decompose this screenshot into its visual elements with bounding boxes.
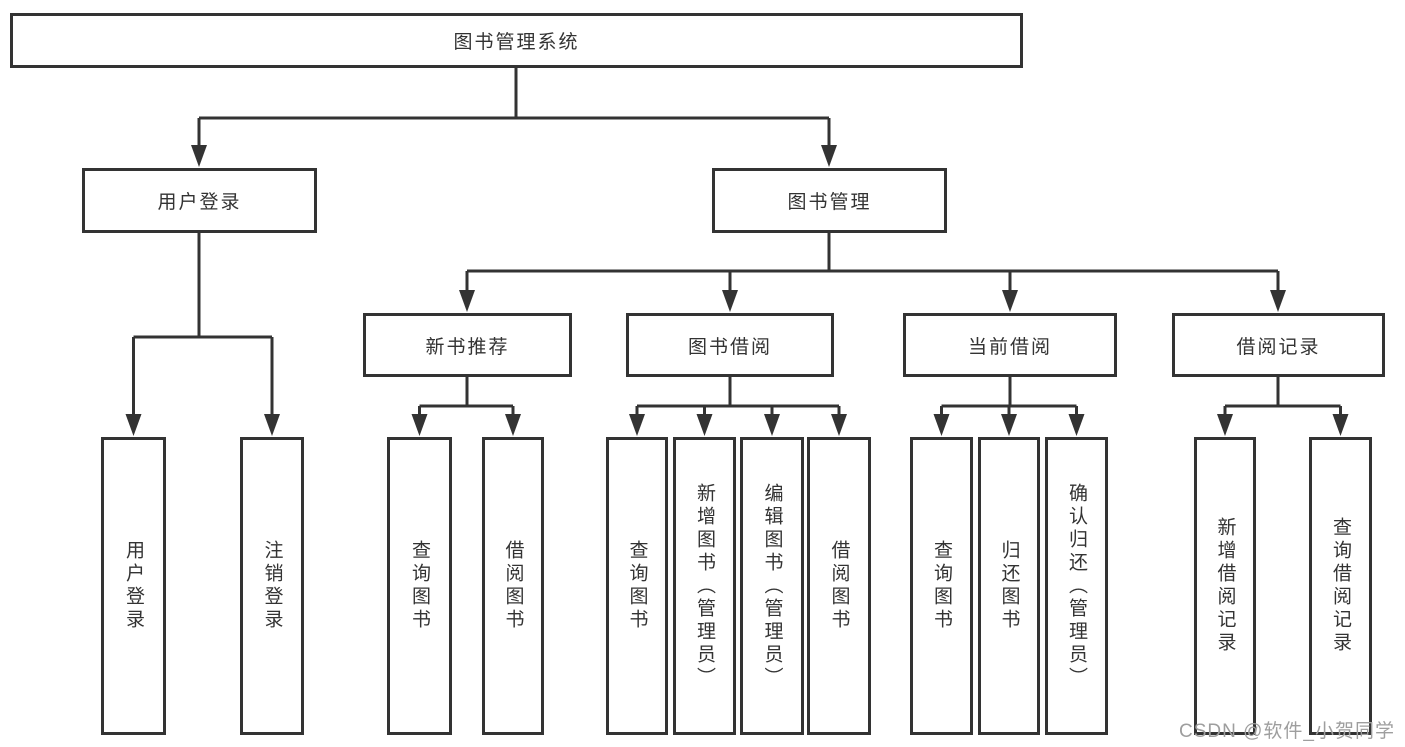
leaf-borrow-books: 借阅图书 bbox=[807, 437, 871, 735]
arrow-icon bbox=[411, 414, 428, 436]
node-user-login: 用户登录 bbox=[82, 168, 317, 233]
arrow-icon bbox=[1217, 414, 1233, 436]
arrow-icon bbox=[264, 414, 280, 436]
arrow-icon bbox=[933, 414, 950, 436]
arrow-icon bbox=[1002, 290, 1018, 312]
leaf-query-borrow-record-label: 查询借阅记录 bbox=[1330, 517, 1351, 655]
node-user-login-label: 用户登录 bbox=[157, 192, 242, 213]
leaf-recommend-query-books-label: 查询图书 bbox=[409, 540, 430, 632]
node-root-label: 图书管理系统 bbox=[453, 32, 580, 53]
arrow-icon bbox=[505, 414, 521, 436]
node-new-book-recommend-label: 新书推荐 bbox=[425, 336, 510, 358]
arrow-icon bbox=[1001, 414, 1017, 436]
node-borrow-records-label: 借阅记录 bbox=[1236, 336, 1321, 358]
node-book-borrow-label: 图书借阅 bbox=[687, 336, 772, 358]
leaf-user-login: 用户登录 bbox=[101, 437, 166, 735]
connector-currentborrow-split bbox=[940, 376, 1078, 417]
leaf-current-query-books-label: 查询图书 bbox=[931, 540, 952, 632]
connector-records-split bbox=[1223, 376, 1342, 417]
arrow-icon bbox=[191, 145, 207, 167]
arrow-icon bbox=[821, 145, 837, 167]
leaf-user-login-label: 用户登录 bbox=[123, 540, 144, 632]
leaf-query-borrow-record: 查询借阅记录 bbox=[1309, 437, 1372, 735]
leaf-add-books-admin-label: 新增图书（管理员） bbox=[694, 482, 715, 690]
arrow-icon bbox=[722, 290, 738, 312]
arrow-icon bbox=[1332, 414, 1349, 436]
leaf-borrow-books-label: 借阅图书 bbox=[828, 540, 850, 632]
leaf-edit-books-admin-label: 编辑图书（管理员） bbox=[761, 482, 783, 690]
connector-root-to-level2 bbox=[197, 67, 831, 147]
node-book-management-label: 图书管理 bbox=[787, 192, 872, 213]
arrow-icon bbox=[1270, 290, 1286, 312]
arrowheads bbox=[125, 145, 1349, 436]
arrow-icon bbox=[125, 414, 142, 436]
node-new-book-recommend: 新书推荐 bbox=[363, 313, 572, 377]
arrow-icon bbox=[1068, 414, 1085, 436]
leaf-add-books-admin: 新增图书（管理员） bbox=[673, 437, 736, 735]
node-book-management: 图书管理 bbox=[712, 168, 947, 233]
leaf-return-books-label: 归还图书 bbox=[998, 540, 1020, 632]
leaf-logout-label: 注销登录 bbox=[261, 540, 283, 632]
arrow-icon bbox=[459, 290, 475, 312]
leaf-recommend-borrow-books-label: 借阅图书 bbox=[502, 540, 524, 632]
leaf-return-books: 归还图书 bbox=[978, 437, 1040, 735]
leaf-add-borrow-record: 新增借阅记录 bbox=[1194, 437, 1256, 735]
leaf-confirm-return-admin-label: 确认归还（管理员） bbox=[1066, 482, 1087, 690]
leaf-logout: 注销登录 bbox=[240, 437, 304, 735]
node-borrow-records: 借阅记录 bbox=[1172, 313, 1385, 377]
arrow-icon bbox=[764, 414, 780, 436]
leaf-borrow-query-books: 查询图书 bbox=[606, 437, 668, 735]
arrow-icon bbox=[696, 414, 713, 436]
node-book-borrow: 图书借阅 bbox=[626, 313, 834, 377]
leaf-borrow-query-books-label: 查询图书 bbox=[626, 540, 648, 632]
connector-bookborrow-split bbox=[635, 376, 841, 417]
node-current-borrow-label: 当前借阅 bbox=[967, 336, 1052, 358]
leaf-edit-books-admin: 编辑图书（管理员） bbox=[740, 437, 804, 735]
csdn-watermark: CSDN @软件_小贺同学 bbox=[1179, 721, 1395, 742]
arrow-icon bbox=[629, 414, 645, 436]
arrow-icon bbox=[831, 414, 847, 436]
leaf-add-borrow-record-label: 新增借阅记录 bbox=[1214, 517, 1236, 655]
connector-bookmgmt-split bbox=[465, 232, 1280, 292]
leaf-current-query-books: 查询图书 bbox=[910, 437, 973, 735]
node-current-borrow: 当前借阅 bbox=[903, 313, 1117, 377]
connector-userlogin-split bbox=[132, 232, 274, 416]
connector-newrec-split bbox=[418, 376, 515, 417]
leaf-confirm-return-admin: 确认归还（管理员） bbox=[1045, 437, 1108, 735]
leaf-recommend-borrow-books: 借阅图书 bbox=[482, 437, 544, 735]
node-root: 图书管理系统 bbox=[10, 13, 1023, 68]
leaf-recommend-query-books: 查询图书 bbox=[387, 437, 452, 735]
